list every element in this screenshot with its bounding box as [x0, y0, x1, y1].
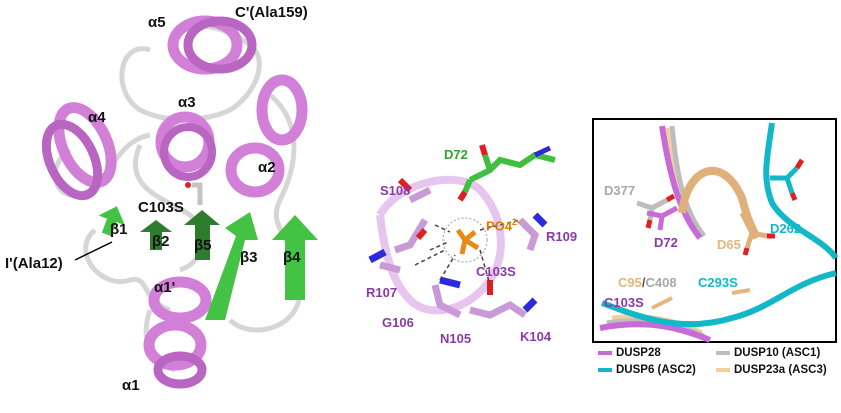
d262-sticks — [770, 166, 799, 194]
legend-item-dusp28: DUSP28 — [598, 347, 661, 359]
phosphate-ion — [455, 228, 480, 255]
beta5-label: β5 — [194, 237, 212, 254]
helix-alpha3 — [155, 111, 216, 181]
nitrogen-atoms — [368, 212, 548, 313]
legend-label: DUSP6 (ASC2) — [616, 364, 696, 376]
helix-alpha2 — [225, 74, 308, 198]
legend-label: DUSP28 — [616, 347, 661, 359]
oxygen-atoms — [397, 177, 493, 295]
cysteine-sticks — [651, 288, 751, 310]
d72-label: D72 — [654, 235, 678, 250]
alpha4-label: α4 — [88, 109, 106, 126]
legend-swatch — [716, 351, 730, 355]
c-terminus-label: C'(Ala159) — [235, 4, 308, 21]
alpha1-label: α1 — [122, 377, 140, 394]
n-terminus-label: I'(Ala12) — [5, 255, 63, 272]
legend-label: DUSP23a (ASC3) — [734, 364, 827, 376]
strand-beta5 — [184, 210, 220, 260]
beta1-label: β1 — [110, 221, 128, 238]
legend-item-dusp23a: DUSP23a (ASC3) — [716, 364, 827, 376]
n105-label: N105 — [440, 331, 472, 346]
alpha3-label: α3 — [178, 94, 196, 111]
c103s-label: C103S — [138, 199, 184, 216]
beta4-label: β4 — [283, 249, 301, 266]
legend-swatch — [598, 368, 612, 372]
superposition-drawing — [592, 118, 839, 343]
k104-label: K104 — [520, 329, 552, 344]
oxygen-atoms — [645, 158, 805, 256]
residue-sticks — [379, 186, 540, 319]
d377-label: D377 — [604, 183, 636, 198]
hydrogen-bonds — [414, 219, 521, 286]
r109-label: R109 — [546, 229, 578, 244]
superposition-frame — [592, 118, 837, 343]
helix-alpha4 — [41, 102, 117, 201]
strand-beta3 — [205, 212, 258, 320]
ribbon-dusp28 — [599, 125, 712, 343]
helix-alpha5 — [167, 15, 257, 75]
g106-label: G106 — [382, 315, 414, 330]
d72-sticks — [646, 205, 679, 231]
legend-label: DUSP10 (ASC1) — [734, 347, 821, 359]
beta3-label: β3 — [240, 249, 258, 266]
alpha1-prime-label: α1' — [154, 279, 176, 296]
active-site-drawing — [368, 144, 556, 319]
d65-label: D65 — [717, 237, 741, 252]
legend-item-dusp10: DUSP10 (ASC1) — [716, 347, 820, 359]
alpha5-label: α5 — [148, 14, 166, 31]
strand-beta1 — [98, 206, 125, 237]
s108-label: S108 — [380, 183, 411, 198]
panel-c-superposition: D377 D262 D72 D65 C95/C408 C293S C103S D… — [592, 118, 839, 408]
d262-label: D262 — [770, 221, 802, 236]
n-term-pointer-line — [74, 241, 113, 261]
r107-label: R107 — [366, 285, 398, 300]
ribbon-dusp6 — [600, 122, 839, 328]
d72-label: D72 — [444, 147, 468, 162]
alpha2-label: α2 — [258, 159, 276, 176]
protein-cartoon-drawing — [41, 15, 318, 389]
helix-alpha1 — [143, 276, 212, 389]
strand-beta2 — [140, 220, 172, 250]
c103s-stick — [192, 182, 203, 205]
panel-b-active-site: D72 S108 PO42- R109 C103S R107 G106 N105… — [340, 120, 585, 380]
d65-sticks — [739, 211, 768, 249]
backbone-trace — [376, 175, 505, 315]
c95-c408-label: C95/C408 — [618, 275, 677, 290]
c103s-label: C103S — [604, 295, 644, 310]
c293s-label: C293S — [698, 275, 738, 290]
panel-a-cartoon: C'(Ala159) α5 α4 α3 α2 α1' α1 C103S β1 β… — [0, 0, 340, 413]
legend-swatch — [598, 351, 612, 355]
c103s-label: C103S — [476, 264, 516, 279]
po4-label: PO42- — [486, 217, 521, 234]
legend-item-dusp6: DUSP6 (ASC2) — [598, 364, 696, 376]
electron-density-mesh — [442, 217, 488, 263]
strand-beta4 — [272, 215, 318, 300]
beta2-label: β2 — [152, 233, 170, 250]
legend-swatch — [716, 368, 730, 372]
